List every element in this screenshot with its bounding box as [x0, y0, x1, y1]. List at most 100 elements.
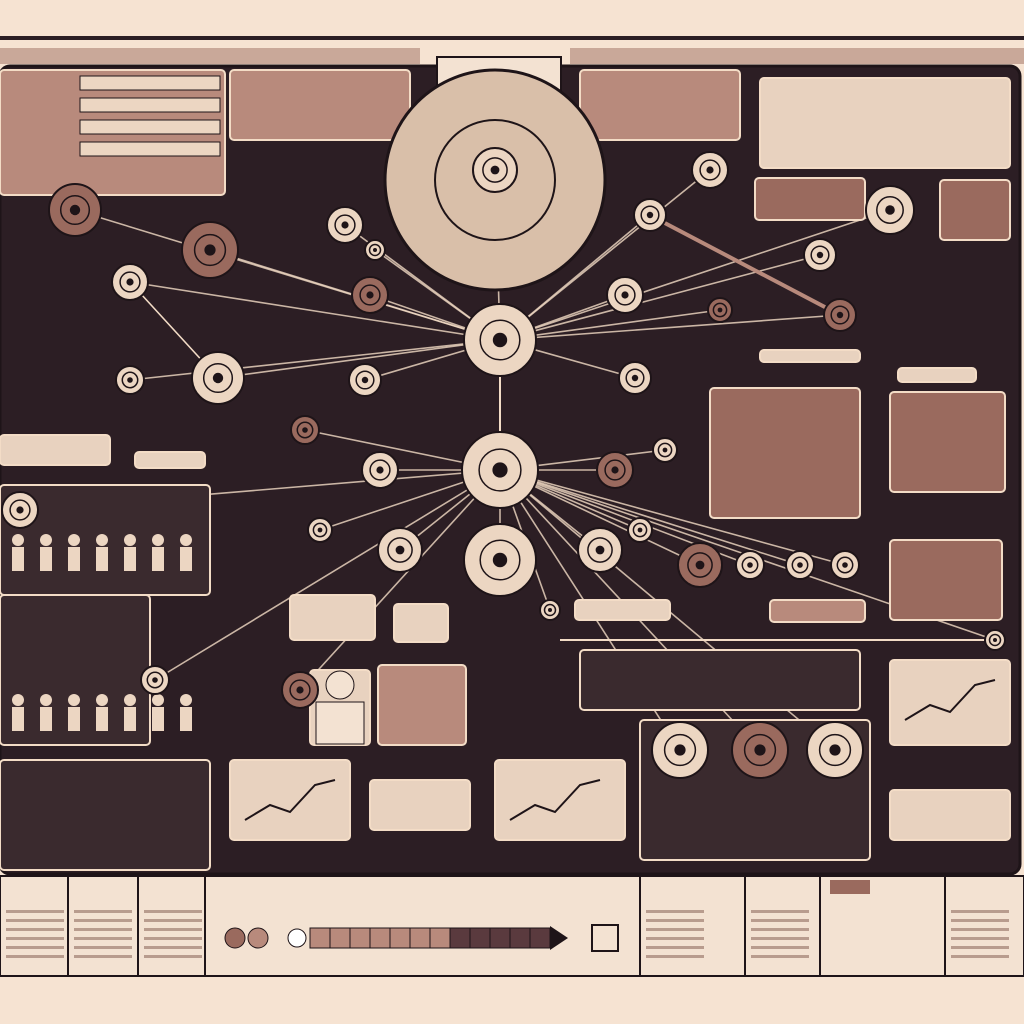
- node-eye-icon: [836, 311, 844, 319]
- person-icon: [124, 694, 136, 706]
- footer-text-line: [74, 937, 132, 940]
- person-icon: [152, 707, 164, 731]
- info-panel: [759, 349, 861, 363]
- node-eye-icon: [152, 677, 158, 683]
- person-icon: [180, 707, 192, 731]
- node-eye-icon: [548, 608, 552, 612]
- node-inner-ring: [119, 271, 141, 293]
- person-icon: [315, 701, 365, 745]
- connection-line: [499, 469, 801, 566]
- footer-text-line: [646, 919, 704, 922]
- mini-line-chart: [509, 779, 601, 821]
- node-inner-ring: [791, 556, 809, 574]
- node-eye-icon: [302, 427, 308, 433]
- node-eye-icon: [695, 560, 705, 570]
- connection-line: [217, 339, 501, 379]
- person-icon: [152, 534, 164, 546]
- footer-text-line: [951, 955, 1009, 958]
- person-icon: [180, 534, 192, 546]
- node-inner-ring: [369, 459, 391, 481]
- info-panel: [709, 387, 861, 519]
- footer-text-line: [144, 919, 202, 922]
- header-strip-left: [0, 48, 420, 64]
- progress-step: [509, 927, 531, 949]
- connection-line: [499, 254, 821, 341]
- node-eye-icon: [646, 211, 654, 219]
- person-icon: [325, 670, 355, 700]
- node-inner-ring: [9, 499, 31, 521]
- node-eye-icon: [366, 291, 374, 299]
- info-panel: [574, 599, 671, 621]
- footer-text-line: [751, 955, 809, 958]
- node-inner-ring: [743, 733, 777, 767]
- node-inner-ring: [289, 679, 311, 701]
- person-icon: [96, 694, 108, 706]
- node-inner-ring: [657, 442, 673, 458]
- info-panel: [393, 603, 449, 643]
- person-icon: [40, 694, 52, 706]
- person-icon: [12, 707, 24, 731]
- node-inner-ring: [810, 245, 830, 265]
- connection-line: [499, 309, 721, 341]
- node-eye-icon: [361, 376, 369, 384]
- person-icon: [96, 534, 108, 546]
- footer-text-line: [6, 937, 64, 940]
- node-eye-icon: [637, 527, 643, 533]
- node-inner-ring: [818, 733, 852, 767]
- info-panel: [889, 659, 1011, 746]
- person-icon: [40, 534, 52, 546]
- progress-step: [529, 927, 551, 949]
- progress-step: [389, 927, 411, 949]
- info-panel: [579, 69, 741, 141]
- node-inner-ring: [202, 362, 234, 394]
- progress-step: [469, 927, 491, 949]
- node-eye-icon: [127, 377, 133, 383]
- node-inner-ring: [741, 556, 759, 574]
- node-inner-ring: [830, 305, 850, 325]
- info-panel: [0, 759, 211, 871]
- node-eye-icon: [797, 562, 803, 568]
- connection-line: [499, 169, 711, 341]
- info-panel: [134, 451, 206, 469]
- header-strip-right: [570, 48, 1024, 64]
- node-inner-ring: [121, 371, 139, 389]
- node-inner-ring: [479, 319, 521, 361]
- info-panel: [229, 69, 411, 141]
- node-inner-ring: [632, 522, 648, 538]
- connection-line: [499, 469, 846, 566]
- side-panels: [0, 56, 1011, 871]
- label-bar: [79, 75, 221, 91]
- node-inner-ring: [146, 671, 164, 689]
- node-eye-icon: [69, 204, 81, 216]
- node-eye-icon: [595, 545, 605, 555]
- node-inner-ring: [876, 196, 904, 224]
- node-eye-icon: [204, 244, 216, 256]
- footer-text-line: [951, 910, 1009, 913]
- node-inner-ring: [312, 522, 328, 538]
- mini-line-chart: [244, 779, 336, 821]
- info-panel: [939, 179, 1011, 241]
- node-inner-ring: [587, 537, 613, 563]
- progress-arrow-icon: [550, 926, 568, 950]
- label-bar: [79, 97, 221, 113]
- person-icon: [12, 694, 24, 706]
- person-icon: [124, 707, 136, 731]
- node-eye-icon: [829, 744, 841, 756]
- top-rule: [0, 36, 1024, 40]
- label-bar: [79, 119, 221, 135]
- footer-text-line: [6, 946, 64, 949]
- footer-text-line: [751, 919, 809, 922]
- person-icon: [12, 547, 24, 571]
- footer-text-line: [751, 910, 809, 913]
- node-eye-icon: [674, 744, 686, 756]
- info-panel: [289, 594, 376, 641]
- footer-text-line: [74, 919, 132, 922]
- footer-text-line: [6, 910, 64, 913]
- footer-text-line: [74, 910, 132, 913]
- node-eye-icon: [395, 545, 405, 555]
- node-inner-ring: [368, 243, 382, 257]
- info-panel: [0, 434, 111, 466]
- footer-text-line: [646, 937, 704, 940]
- node-eye-icon: [754, 744, 766, 756]
